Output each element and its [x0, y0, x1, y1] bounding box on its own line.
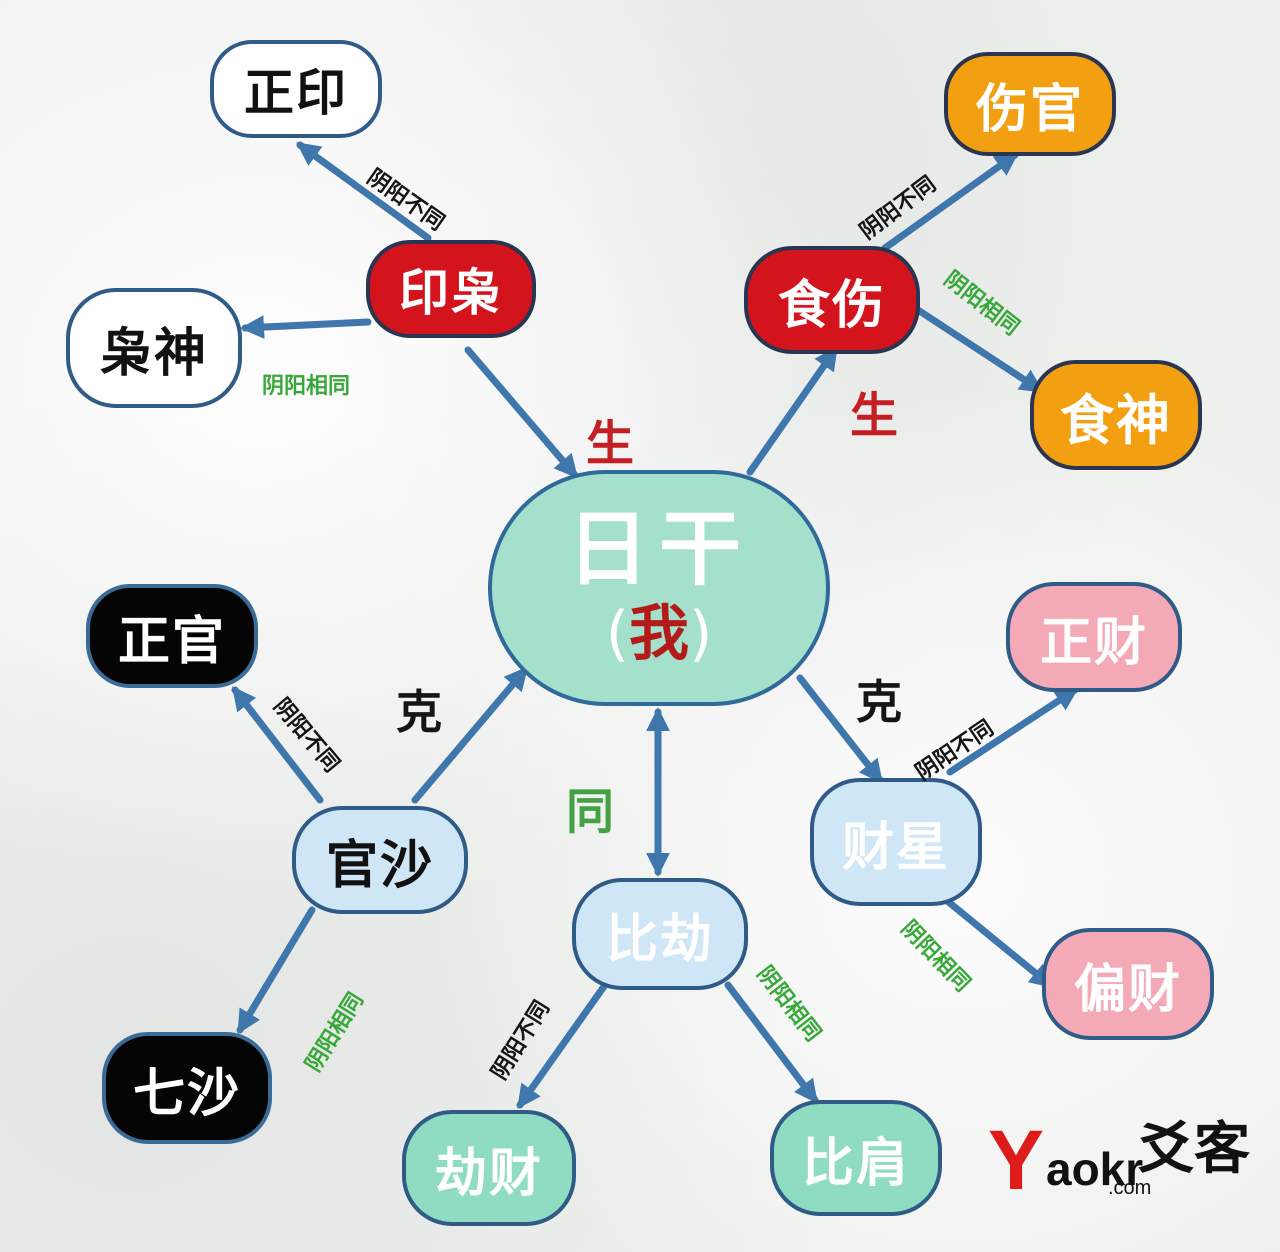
- node-xiao-shen-label: 枭神: [99, 323, 208, 384]
- relation-tong: 同: [566, 784, 615, 840]
- relation-ke-left: 克: [396, 685, 442, 739]
- node-bi-jie: 比劫: [572, 878, 748, 990]
- arrow-yinxiao-to-zhengyin: [296, 141, 432, 242]
- node-shi-shang-label: 食伤: [777, 275, 886, 336]
- node-cai-xing: 财星: [810, 778, 982, 906]
- logo-aokr: aokr: [1046, 1143, 1144, 1195]
- node-zheng-yin-label: 正印: [244, 64, 348, 122]
- node-pian-cai: 偏财: [1042, 928, 1214, 1040]
- node-shi-shen-label: 食神: [1060, 388, 1172, 452]
- logo-y: Y: [988, 1113, 1045, 1207]
- node-guan-sha: 官沙: [292, 806, 468, 914]
- node-qi-sha-label: 七沙: [132, 1063, 241, 1124]
- day-master-self: (我): [606, 601, 713, 667]
- node-shang-guan: 伤官: [944, 52, 1116, 156]
- node-yin-xiao: 印枭: [366, 240, 536, 338]
- logo-chinese: 爻客: [1138, 1117, 1250, 1182]
- node-zheng-guan: 正官: [86, 584, 258, 688]
- node-bi-jian: 比肩: [770, 1100, 942, 1216]
- node-zheng-cai-label: 正财: [1039, 612, 1148, 673]
- relation-ke-right: 克: [856, 675, 902, 729]
- arrow-yinxiao-to-xiaoshen: [240, 315, 372, 339]
- edge-label-xiaoshen: 阴阳相同: [262, 374, 351, 399]
- node-shi-shang: 食伤: [744, 246, 920, 354]
- relation-sheng-left: 生: [586, 416, 635, 472]
- node-day-master: 日干 (我): [488, 470, 830, 706]
- arrow-caixing-to-piancai: [936, 891, 1054, 989]
- node-xiao-shen: 枭神: [66, 288, 242, 408]
- node-shang-guan-label: 伤官: [975, 79, 1084, 140]
- arrow-caixing-to-zhengcai: [946, 686, 1079, 776]
- arrow-guansha-to-daymaster: [411, 666, 529, 804]
- node-jie-cai-label: 劫财: [434, 1143, 543, 1204]
- arrow-guansha-to-qisha: [236, 906, 316, 1035]
- node-yin-xiao-label: 印枭: [399, 264, 503, 322]
- node-bi-jie-label: 比劫: [605, 909, 714, 970]
- day-master-open-paren: (: [605, 599, 629, 669]
- arrow-daymaster-to-caixing: [796, 674, 884, 784]
- arrow-bijie-to-bijian: [724, 981, 819, 1104]
- arrow-shishang-to-shishen: [914, 306, 1044, 394]
- relation-sheng-right: 生: [850, 388, 899, 444]
- arrow-guansha-to-zhengguan: [231, 686, 324, 804]
- node-pian-cai-label: 偏财: [1073, 959, 1182, 1020]
- day-master-self-label: 我: [629, 599, 689, 669]
- arrow-bijie-to-jiecai: [516, 981, 609, 1109]
- node-qi-sha: 七沙: [102, 1032, 272, 1144]
- arrow-daymaster-to-shishang: [746, 346, 839, 476]
- day-master-close-paren: ): [689, 599, 713, 669]
- node-jie-cai: 劫财: [402, 1110, 576, 1226]
- logo-com: .com: [1108, 1177, 1152, 1199]
- node-guan-sha-label: 官沙: [325, 835, 434, 896]
- node-bi-jian-label: 比肩: [801, 1133, 910, 1194]
- arrow-shishang-to-shangguan: [881, 151, 1019, 252]
- node-zheng-guan-label: 正官: [117, 611, 226, 672]
- day-master-title: 日干: [566, 502, 751, 597]
- arrow-yinxiao-to-daymaster: [464, 346, 579, 479]
- node-cai-xing-label: 财星: [841, 817, 950, 878]
- node-zheng-yin: 正印: [210, 40, 382, 138]
- node-shi-shen: 食神: [1030, 360, 1202, 470]
- node-zheng-cai: 正财: [1006, 582, 1182, 692]
